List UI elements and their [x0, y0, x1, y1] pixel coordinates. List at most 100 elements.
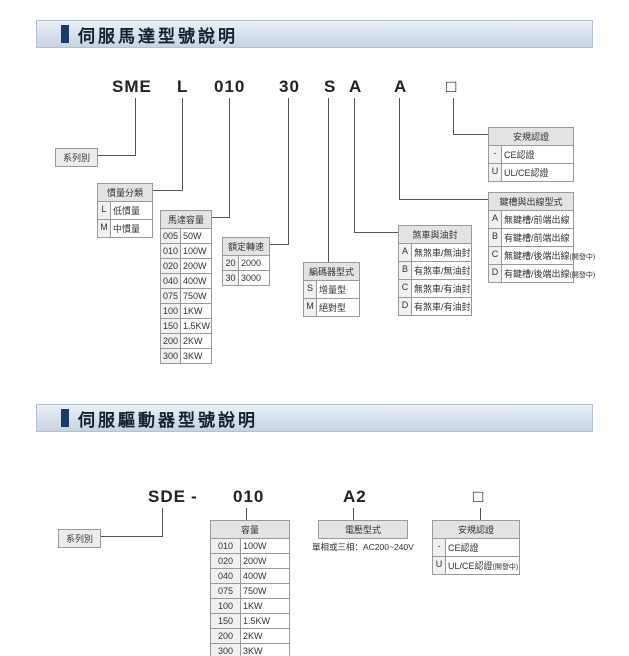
- connector-line: [399, 199, 488, 200]
- connector-line: [328, 98, 329, 262]
- value-cell: 有鍵槽/後端出線(開發中): [504, 269, 596, 279]
- value-cell: 2000: [241, 258, 262, 268]
- value-cell: 中慣量: [113, 224, 141, 234]
- drive-code-series: SDE: [148, 487, 186, 506]
- value-cell: 無煞車/有油封: [414, 284, 471, 294]
- motor-code-encoder: S: [324, 77, 337, 96]
- connector-line: [208, 217, 230, 218]
- value-cell: 無鍵槽/後端出線(開發中): [504, 251, 596, 261]
- code-cell: 020: [161, 259, 181, 273]
- code-cell: B: [489, 229, 502, 246]
- table-header: 鍵槽與出線型式: [489, 193, 573, 211]
- value-cell: 3KW: [183, 351, 203, 361]
- connector-line: [93, 155, 136, 156]
- code-cell: U: [489, 164, 502, 181]
- table-header: 編碼器型式: [304, 263, 359, 281]
- code-cell: L: [98, 202, 111, 219]
- value-cell: 有煞車/無油封: [414, 266, 471, 276]
- code-cell: 010: [161, 244, 181, 258]
- table-header: 電壓型式: [319, 521, 407, 538]
- drive-code-capacity: 010: [233, 487, 265, 506]
- table-header: 安規認證: [433, 521, 519, 539]
- value-cell: 絕對型: [319, 303, 347, 313]
- connector-line: [354, 232, 398, 233]
- connector-line: [182, 98, 183, 190]
- connector-line: [153, 190, 183, 191]
- drive-code-dash: -: [191, 487, 198, 506]
- connector-line: [135, 98, 136, 155]
- connector-line: [229, 98, 230, 217]
- code-cell: 005: [161, 229, 181, 243]
- code-cell: A: [489, 211, 502, 228]
- value-note: (開發中): [492, 564, 519, 571]
- motor-code-capacity: 010: [214, 77, 246, 96]
- connector-line: [270, 244, 289, 245]
- code-cell: 200: [161, 334, 181, 348]
- voltage-type-table: 電壓型式: [318, 520, 408, 539]
- code-cell: 20: [223, 256, 239, 270]
- value-cell: 無鍵槽/前端出線: [504, 215, 570, 225]
- code-cell: 100: [161, 304, 181, 318]
- connector-line: [480, 508, 481, 520]
- table-header: 馬達容量: [161, 211, 211, 229]
- value-note: (開發中): [569, 272, 596, 279]
- code-cell: 040: [211, 569, 241, 583]
- value-cell: 無煞車/無油封: [414, 248, 471, 258]
- table-header: 安規認證: [489, 128, 573, 146]
- drive-series-label: 系列別: [58, 529, 102, 548]
- motor-series-label: 系列別: [55, 148, 99, 167]
- code-cell: 200: [211, 629, 241, 643]
- code-cell: 040: [161, 274, 181, 288]
- value-cell: 低慣量: [113, 206, 141, 216]
- connector-line: [453, 98, 454, 134]
- value-cell: 3KW: [243, 646, 263, 656]
- section1-title-bar: 伺服馬達型號說明: [36, 20, 593, 48]
- motor-code-keyway: A: [394, 77, 408, 96]
- connector-line: [96, 536, 163, 537]
- value-cell: CE認證: [448, 543, 479, 553]
- title-accent-bar: [61, 409, 69, 427]
- connector-line: [399, 98, 400, 199]
- code-cell: U: [433, 557, 446, 574]
- value-cell: CE認證: [504, 150, 535, 160]
- table-header: 慣量分類: [98, 184, 152, 202]
- code-cell: 100: [211, 599, 241, 613]
- code-cell: M: [304, 299, 317, 316]
- value-cell: 100W: [243, 541, 267, 551]
- code-cell: 300: [161, 349, 181, 363]
- value-cell: 增量型: [319, 285, 347, 295]
- connector-line: [354, 98, 355, 232]
- table-header: 額定轉速: [223, 238, 269, 256]
- title-accent-bar: [61, 25, 69, 43]
- code-cell: 300: [211, 644, 241, 656]
- connector-line: [162, 508, 163, 536]
- code-cell: 075: [211, 584, 241, 598]
- value-cell: 有鍵槽/前端出線: [504, 233, 570, 243]
